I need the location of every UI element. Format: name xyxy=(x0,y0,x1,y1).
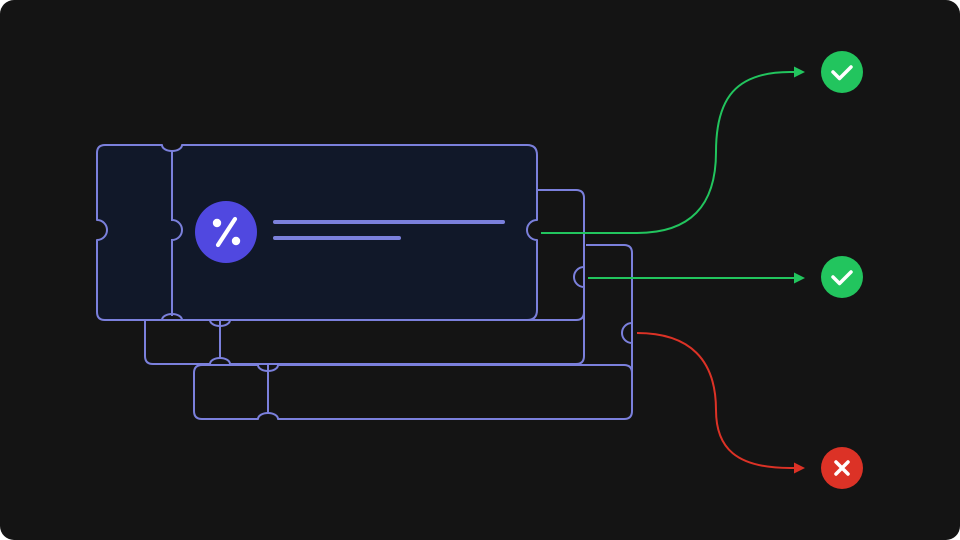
status-badge-valid-top xyxy=(821,51,863,93)
ticket-front-outline xyxy=(96,144,538,321)
ticket-middle-outline xyxy=(144,266,585,365)
ticket-middle xyxy=(144,189,585,365)
ticket-back-top-edge xyxy=(586,244,633,323)
ticket-front-stub-divider xyxy=(171,150,183,316)
cross-icon xyxy=(834,460,850,476)
status-badge-invalid-bottom xyxy=(821,447,863,489)
status-badge-valid-middle xyxy=(821,256,863,298)
ticket-front xyxy=(96,144,538,321)
ticket-middle-top-edge xyxy=(537,189,585,267)
flow-invalid-bottom xyxy=(636,332,797,469)
flow-valid-top xyxy=(541,71,797,234)
percent-icon xyxy=(212,216,241,248)
arrowhead-invalid-bottom xyxy=(794,462,805,474)
check-icon xyxy=(831,65,853,81)
arrowhead-valid-middle xyxy=(794,272,805,284)
arrowhead-valid-top xyxy=(794,66,805,78)
check-icon xyxy=(831,270,853,286)
